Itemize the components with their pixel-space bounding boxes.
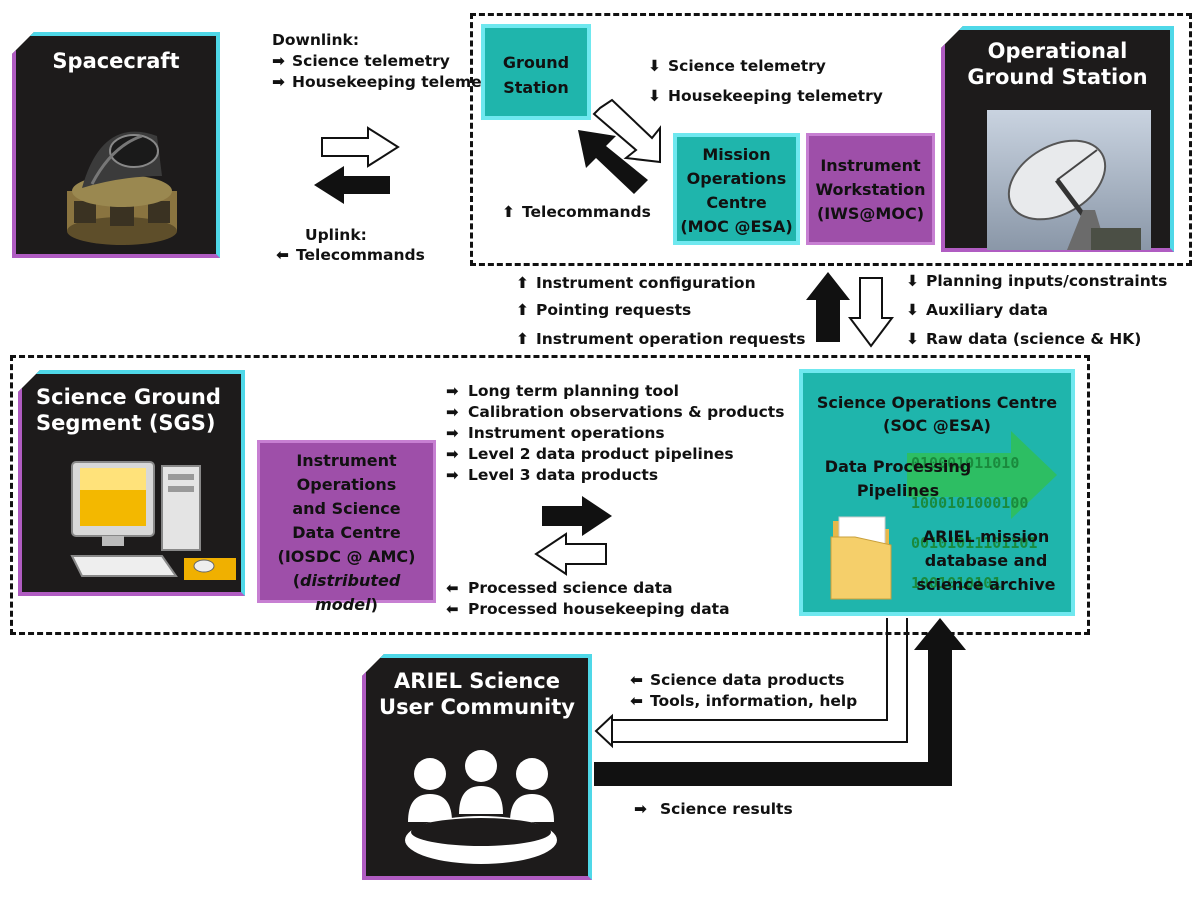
community-title: ARIEL Science User Community: [379, 669, 575, 719]
list-item: ⬅Processed housekeeping data: [446, 599, 730, 618]
ground-station-box: Ground Station: [481, 24, 591, 120]
arrow-up-icon: ⬆: [516, 274, 529, 292]
list-item: ➡Level 3 data products: [446, 465, 659, 484]
satellite-icon: [67, 131, 177, 245]
down-item-planning-inputs: ⬇Planning inputs/constraints: [906, 272, 1168, 290]
uplink-arrow: [314, 166, 390, 204]
iosdc-model: (distributed model): [292, 571, 401, 614]
arrow-up-icon: ⬆: [502, 203, 515, 221]
sgs-to-moc-arrow: [806, 272, 850, 342]
up-item-instrument-configuration: ⬆Instrument configuration: [516, 274, 756, 292]
downlink-arrow: [321, 126, 400, 168]
list-item: ➡Level 2 data product pipelines: [446, 444, 734, 463]
moc-to-sgs-arrow: [848, 277, 894, 348]
archive-label: ARIEL mission database and science archi…: [916, 527, 1056, 594]
arrow-right-icon: ➡: [446, 423, 459, 442]
downlink-item-housekeeping: ➡Housekeeping telemetry: [272, 73, 507, 91]
ground-down-housekeeping: ⬇Housekeeping telemetry: [648, 87, 883, 105]
iosdc-to-soc-arrow: [542, 496, 612, 536]
down-item-raw-data: ⬇Raw data (science & HK): [906, 330, 1142, 348]
arrow-left-icon: ⬅: [630, 671, 643, 689]
operations-group-border: [470, 13, 1192, 266]
community-panel: ARIEL Science User Community: [362, 654, 592, 880]
community-to-item-science-data: ⬅Science data products: [630, 671, 845, 689]
uplink-item-telecommands: ⬅Telecommands: [276, 246, 425, 264]
arrow-right-icon: ➡: [446, 381, 459, 400]
arrow-right-icon: ➡: [446, 402, 459, 421]
arrow-right-icon: ➡: [634, 800, 647, 818]
arrow-up-icon: ⬆: [516, 330, 529, 348]
binary-text: 010001011010 1000101000100 0010101110110…: [911, 454, 1038, 592]
up-item-pointing-requests: ⬆Pointing requests: [516, 301, 692, 319]
moc-box: Mission Operations Centre (MOC @ESA): [673, 133, 800, 245]
arrow-down-icon: ⬇: [648, 57, 661, 75]
iosdc-line-5: (IOSDC @ AMC): [277, 547, 416, 566]
down-item-auxiliary-data: ⬇Auxiliary data: [906, 301, 1048, 319]
to-ground-station-arrow: [578, 130, 648, 194]
list-item: ➡Long term planning tool: [446, 381, 679, 400]
soc-to-iosdc-arrow: [534, 532, 607, 576]
arrow-down-icon: ⬇: [906, 301, 919, 319]
computer-icon: [70, 461, 236, 580]
arrow-right-icon: ➡: [272, 73, 285, 91]
operational-ground-station-panel: Operational Ground Station: [941, 26, 1174, 252]
spacecraft-title: Spacecraft: [52, 49, 180, 73]
soc-box: Science Operations Centre (SOC @ESA) 010…: [799, 369, 1075, 616]
arrow-left-icon: ⬅: [276, 246, 289, 264]
from-soc-list: ⬅Processed science data ⬅Processed house…: [446, 577, 730, 619]
arrow-down-icon: ⬇: [648, 87, 661, 105]
sgs-panel: Science Ground Segment (SGS): [18, 370, 245, 596]
sgs-group-border: [10, 355, 1090, 635]
arrow-left-icon: ⬅: [630, 692, 643, 710]
list-item: ⬅Processed science data: [446, 578, 673, 597]
iws-box: Instrument Workstation (IWS@MOC): [806, 133, 935, 245]
iosdc-line-4: Data Centre: [292, 523, 401, 542]
iosdc-box: Instrument Operations and Science Data C…: [257, 440, 436, 614]
arrow-left-icon: ⬅: [446, 578, 459, 597]
soc-title: Science Operations Centre (SOC @ESA): [816, 393, 1058, 435]
folder-icon: [830, 516, 892, 600]
pipeline-arrow-icon: [907, 431, 1057, 519]
arrow-right-icon: ➡: [446, 444, 459, 463]
uplink-heading: Uplink:: [305, 226, 367, 244]
dish-antenna-icon: [987, 110, 1151, 250]
data-processing-pipelines-label: Data Processing Pipelines: [824, 457, 972, 500]
community-to-item-tools: ⬅Tools, information, help: [630, 692, 858, 710]
iosdc-line-2: Operations: [296, 475, 397, 494]
spacecraft-panel: Spacecraft: [12, 32, 220, 258]
community-from-item-science-results: ➡Science results: [634, 800, 793, 818]
arrow-left-icon: ⬅: [446, 599, 459, 618]
arrow-up-icon: ⬆: [516, 301, 529, 319]
iosdc-line-3: and Science: [292, 499, 401, 518]
operational-ground-station-title: Operational Ground Station: [967, 39, 1148, 89]
to-soc-list: ➡Long term planning tool ➡Calibration ob…: [446, 380, 784, 485]
downlink-item-science: ➡Science telemetry: [272, 52, 450, 70]
to-moc-arrow: [592, 98, 661, 164]
up-item-instrument-operation-requests: ⬆Instrument operation requests: [516, 330, 806, 348]
arrow-right-icon: ➡: [272, 52, 285, 70]
list-item: ➡Instrument operations: [446, 423, 665, 442]
arrow-down-icon: ⬇: [906, 272, 919, 290]
downlink-heading: Downlink:: [272, 31, 360, 49]
list-item: ➡Calibration observations & products: [446, 402, 785, 421]
people-icon: [405, 750, 557, 864]
arrow-right-icon: ➡: [446, 465, 459, 484]
iosdc-line-1: Instrument: [296, 451, 397, 470]
arrow-down-icon: ⬇: [906, 330, 919, 348]
sgs-title: Science Ground Segment (SGS): [36, 385, 221, 435]
ground-down-science: ⬇Science telemetry: [648, 57, 826, 75]
telecommands-label: ⬆Telecommands: [502, 203, 651, 221]
